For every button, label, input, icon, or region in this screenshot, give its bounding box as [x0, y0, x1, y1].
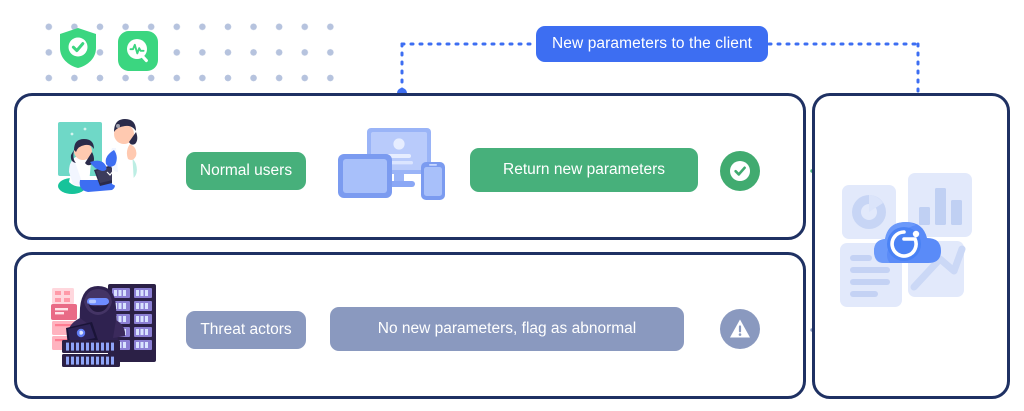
- cloud-g-logo-icon: [874, 222, 941, 263]
- cloud-platform-illustration: [838, 163, 984, 323]
- hacker-server-rack-illustration: [50, 278, 160, 368]
- shield-check-icon: [56, 26, 100, 70]
- users-with-laptop-illustration: [52, 112, 156, 200]
- return-new-parameters-pill[interactable]: Return new parameters: [470, 148, 698, 192]
- pulse-scan-icon: [116, 29, 160, 73]
- no-new-parameters-pill[interactable]: No new parameters, flag as abnormal: [330, 307, 684, 351]
- normal-users-pill[interactable]: Normal users: [186, 152, 306, 190]
- threat-actors-pill[interactable]: Threat actors: [186, 311, 306, 349]
- new-parameters-badge[interactable]: New parameters to the client: [536, 26, 769, 62]
- check-circle-icon: [720, 151, 760, 191]
- devices-monitor-tablet-phone-icon: [336, 126, 450, 202]
- warning-triangle-icon: [720, 309, 760, 349]
